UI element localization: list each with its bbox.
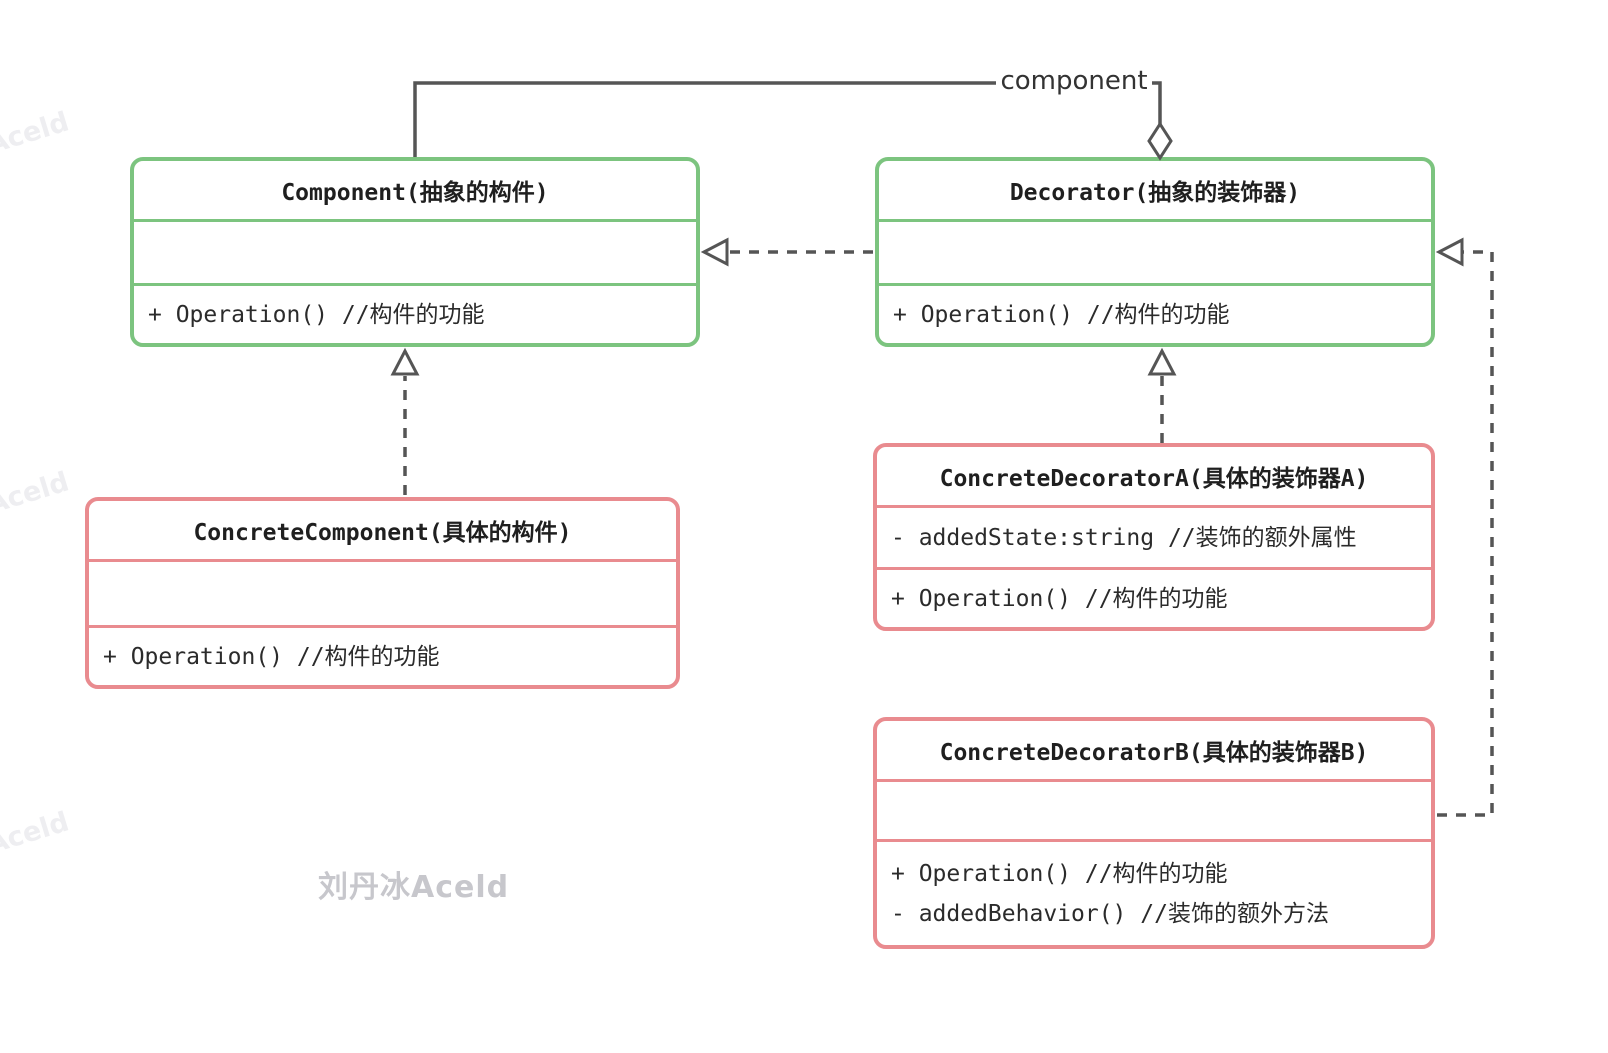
watermark-aceld-2: Aceld bbox=[0, 466, 73, 521]
class-concrete-component-methods: + Operation() //构件的功能 bbox=[89, 625, 676, 685]
class-component-attributes bbox=[134, 219, 696, 283]
open-arrowhead-icon bbox=[1435, 237, 1464, 267]
class-decorator-methods: + Operation() //构件的功能 bbox=[879, 283, 1431, 343]
class-decorator-attributes bbox=[879, 219, 1431, 283]
method-label: + Operation() //构件的功能 bbox=[891, 585, 1228, 612]
class-concrete-decorator-b-attributes bbox=[877, 779, 1431, 839]
concretedecoratora-to-decorator-dashed-arrow bbox=[1147, 347, 1177, 443]
class-component-methods: + Operation() //构件的功能 bbox=[134, 283, 696, 343]
watermark-aceld-1: Aceld bbox=[0, 106, 73, 161]
method-label: + Operation() //构件的功能 bbox=[148, 301, 485, 328]
class-concrete-decorator-b-methods: + Operation() //构件的功能 - addedBehavior() … bbox=[877, 839, 1431, 945]
class-concrete-decorator-a-title: ConcreteDecoratorA(具体的装饰器A) bbox=[939, 466, 1369, 492]
method-label: + Operation() //构件的功能 bbox=[893, 301, 1230, 328]
class-concrete-component: ConcreteComponent(具体的构件) + Operation() /… bbox=[85, 497, 680, 689]
class-concrete-decorator-a-attributes: - addedState:string //装饰的额外属性 bbox=[877, 505, 1431, 567]
open-arrowhead-icon bbox=[1147, 347, 1177, 376]
concretedecoratorb-to-decorator-dashed-arrow bbox=[1435, 237, 1494, 817]
attribute-label: - addedState:string //装饰的额外属性 bbox=[891, 524, 1357, 551]
aggregation-diamond-icon bbox=[1147, 121, 1173, 161]
open-arrowhead-icon bbox=[700, 237, 729, 267]
class-concrete-decorator-a: ConcreteDecoratorA(具体的装饰器A) - addedState… bbox=[873, 443, 1435, 631]
class-component-title: Component(抽象的构件) bbox=[281, 180, 549, 206]
class-concrete-component-attributes bbox=[89, 559, 676, 625]
open-arrowhead-icon bbox=[390, 347, 420, 376]
method-label: + Operation() //构件的功能 bbox=[103, 643, 440, 670]
class-concrete-component-title: ConcreteComponent(具体的构件) bbox=[193, 520, 572, 546]
concretecomponent-to-component-dashed-arrow bbox=[390, 347, 420, 495]
class-concrete-decorator-b: ConcreteDecoratorB(具体的装饰器B) + Operation(… bbox=[873, 717, 1435, 949]
class-decorator: Decorator(抽象的装饰器) + Operation() //构件的功能 bbox=[875, 157, 1435, 347]
decorator-to-component-dashed-arrow bbox=[700, 237, 873, 267]
watermark-author: 刘丹冰Aceld bbox=[318, 870, 510, 905]
class-concrete-decorator-b-title: ConcreteDecoratorB(具体的装饰器B) bbox=[939, 740, 1369, 766]
class-concrete-decorator-a-methods: + Operation() //构件的功能 bbox=[877, 567, 1431, 627]
method-label: + Operation() //构件的功能 bbox=[891, 860, 1228, 887]
class-component: Component(抽象的构件) + Operation() //构件的功能 bbox=[130, 157, 700, 347]
method-label: - addedBehavior() //装饰的额外方法 bbox=[891, 900, 1329, 927]
class-decorator-title: Decorator(抽象的装饰器) bbox=[1009, 180, 1301, 206]
association-label: component bbox=[996, 66, 1152, 96]
watermark-aceld-3: Aceld bbox=[0, 806, 73, 861]
